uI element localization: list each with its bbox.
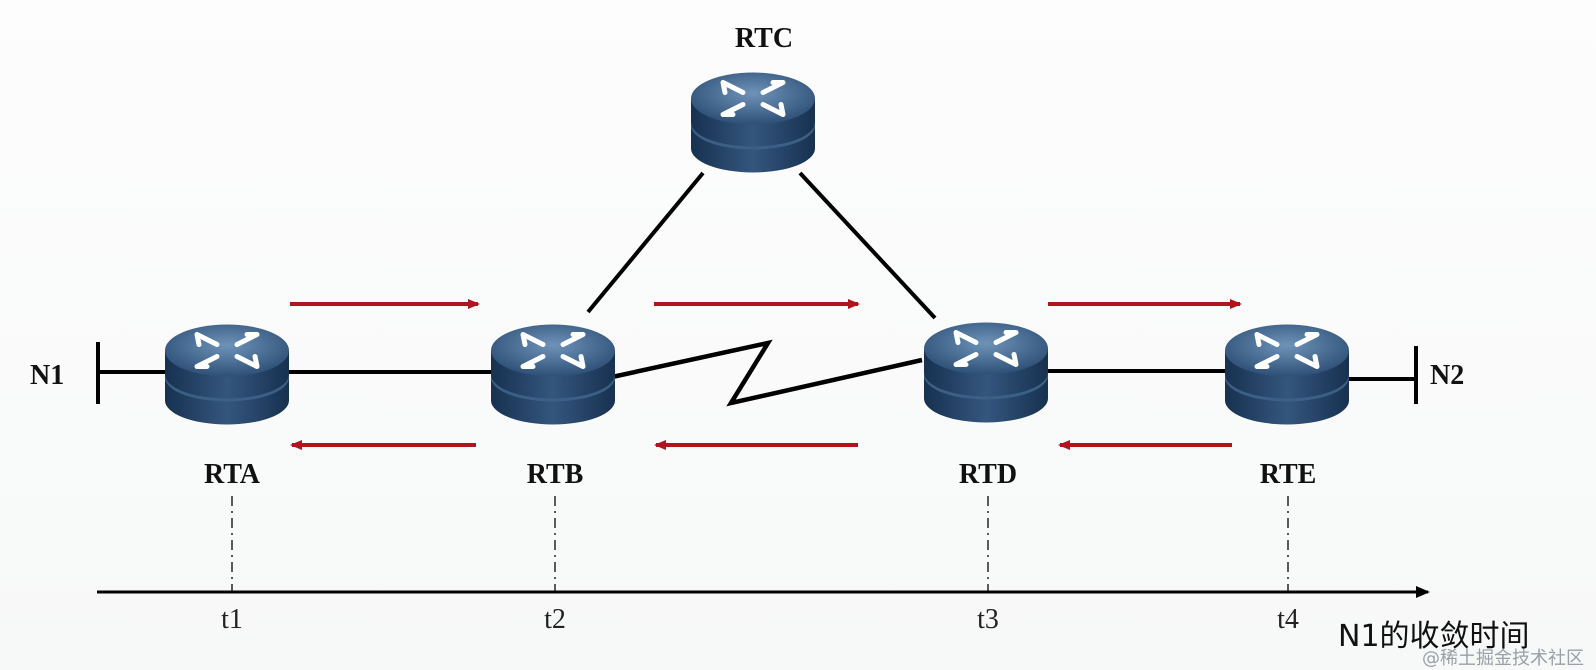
router-rte-icon (1225, 325, 1349, 425)
router-rtd-icon (924, 323, 1048, 423)
tick-label-t1: t1 (221, 604, 243, 635)
router-label-rtd: RTD (959, 459, 1017, 490)
tick-label-t2: t2 (544, 604, 566, 635)
router-label-rta: RTA (204, 459, 261, 490)
network-label-n1: N1 (30, 360, 64, 391)
watermark: @稀土掘金技术社区 (1422, 648, 1584, 669)
router-label-rte: RTE (1260, 459, 1317, 490)
axis-title: N1的收敛时间 (1338, 619, 1530, 654)
link-rtb-rtc (586, 171, 705, 314)
router-rta-icon (165, 325, 289, 425)
tick-label-t3: t3 (977, 604, 999, 635)
router-rtb-icon (491, 325, 615, 425)
tick-label-t4: t4 (1277, 604, 1299, 635)
link-rtc-rtd (798, 171, 937, 320)
network-label-n2: N2 (1430, 360, 1464, 391)
router-rtc-icon (691, 73, 815, 173)
link-rtb-rtd-serial (611, 339, 923, 407)
router-label-rtc: RTC (735, 23, 793, 54)
network-n2-stub (1340, 346, 1418, 404)
network-n1-stub (96, 342, 165, 404)
router-label-rtb: RTB (527, 459, 584, 490)
